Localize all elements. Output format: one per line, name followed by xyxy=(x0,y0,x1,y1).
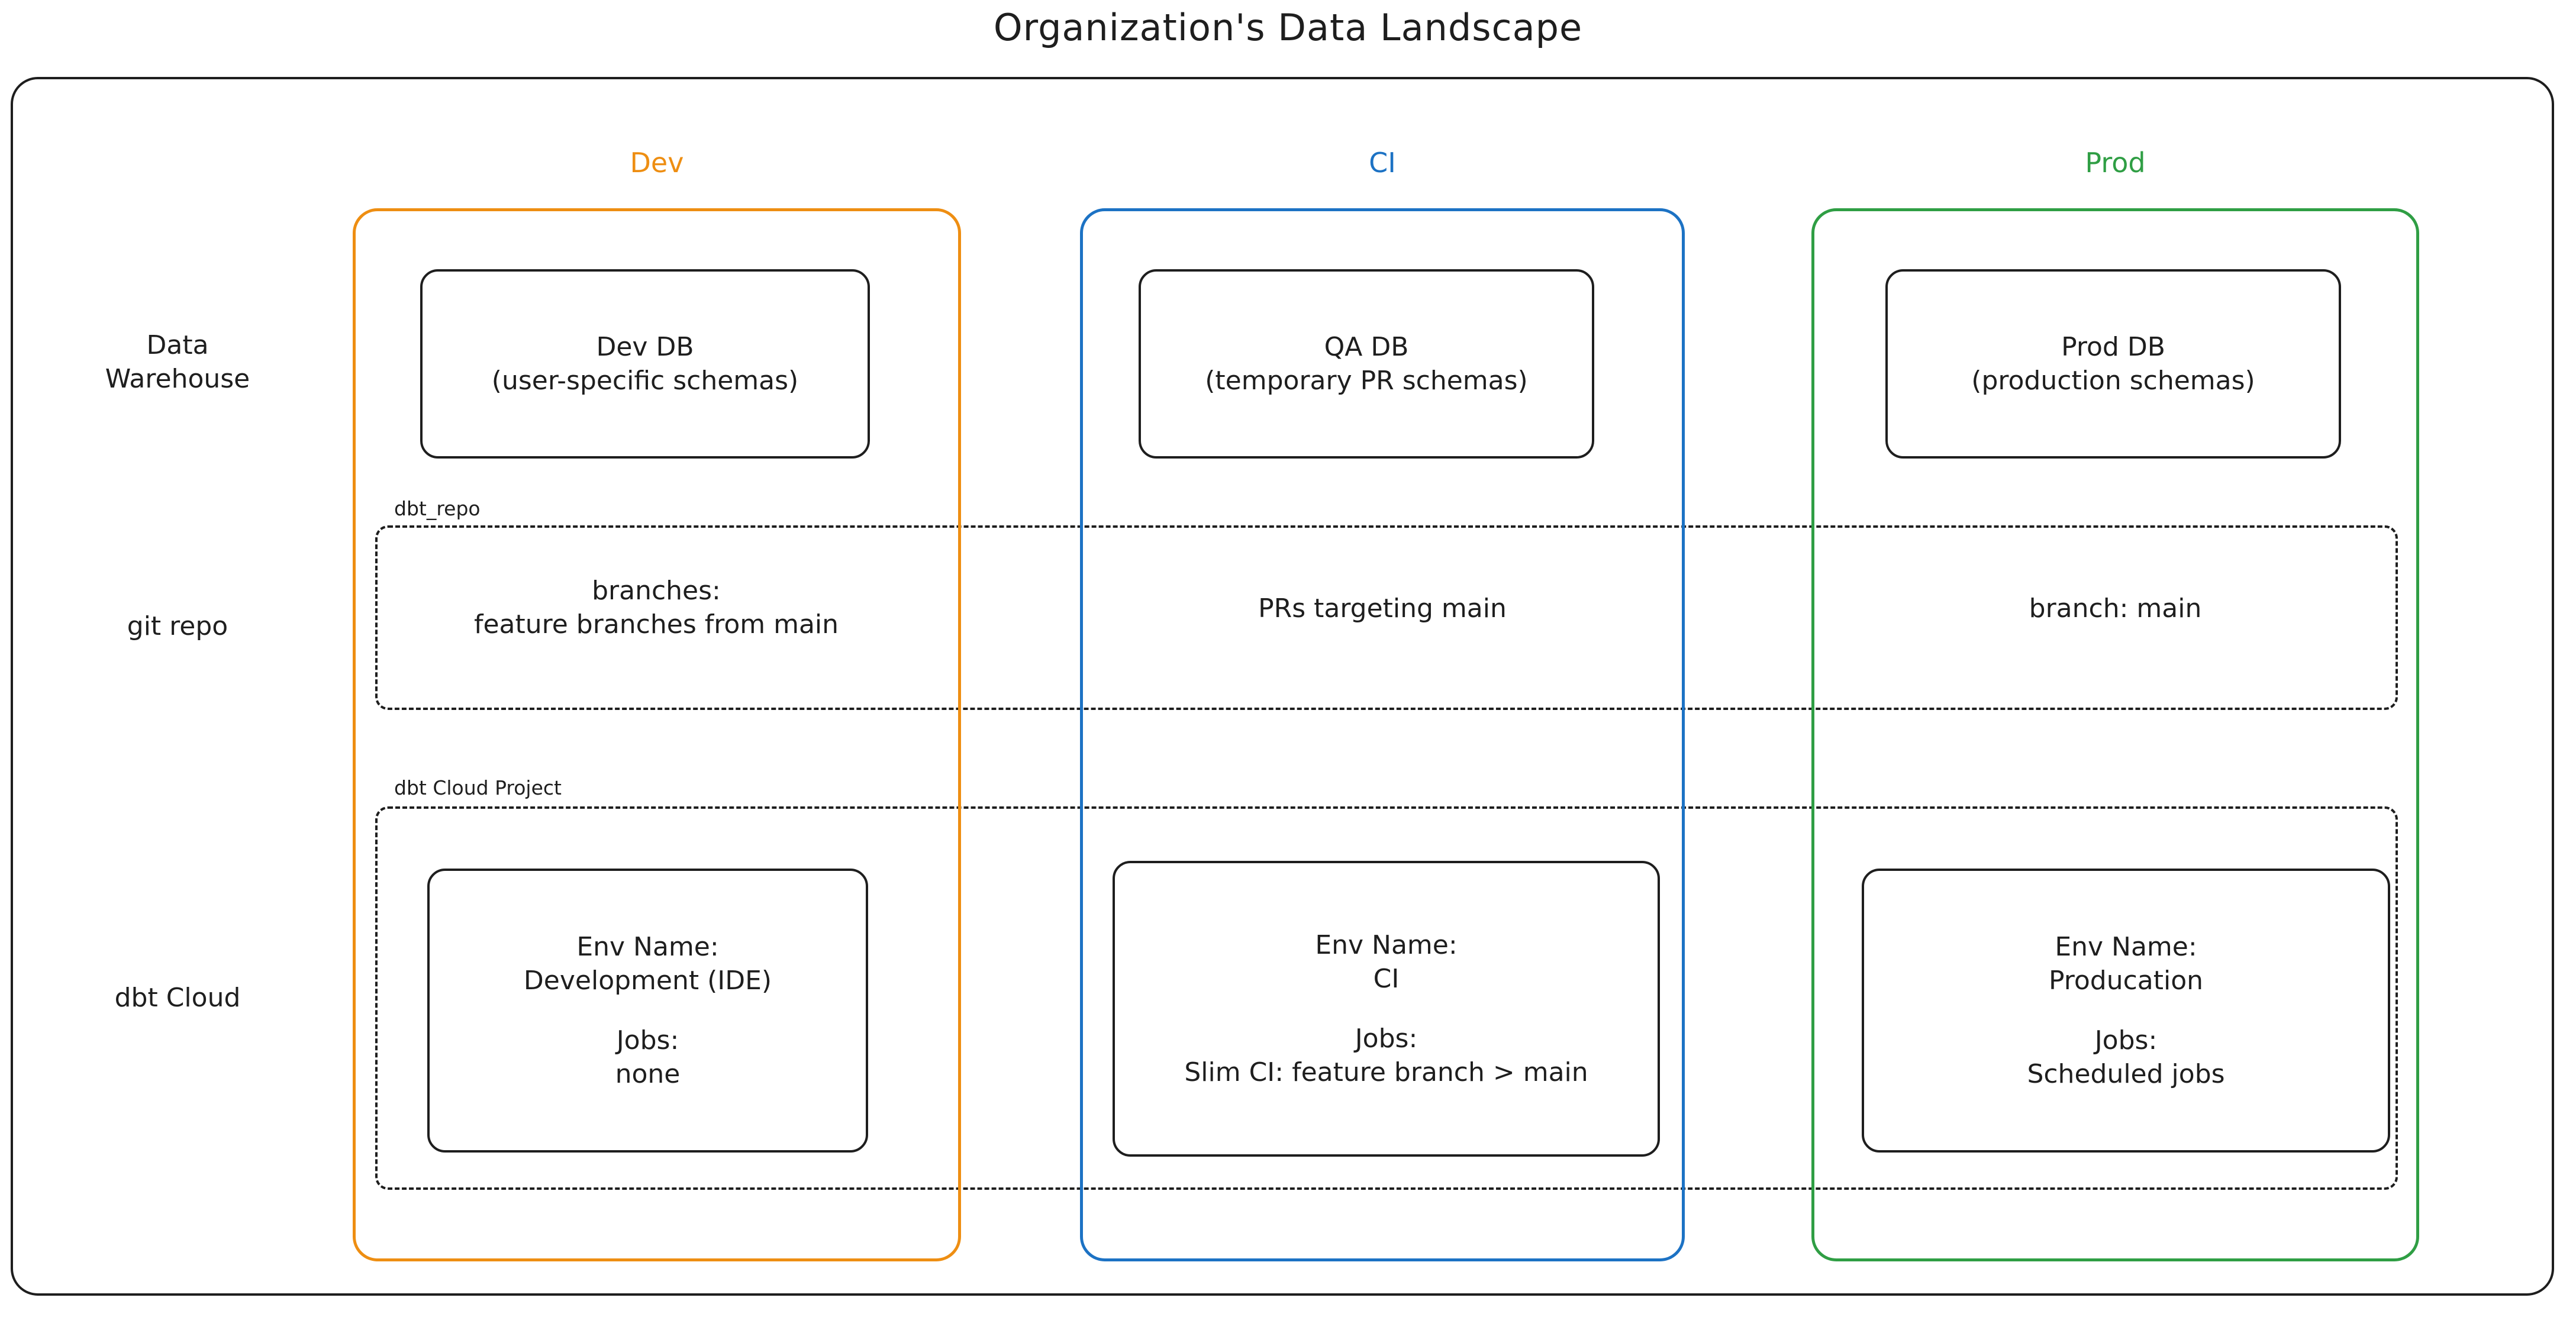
node-subtitle: (temporary PR schemas) xyxy=(1205,366,1528,396)
group-label-dbt-repo: dbt_repo xyxy=(391,497,484,520)
node-dbt-cloud-prod[interactable]: Env Name: Producation Jobs: Scheduled jo… xyxy=(1862,869,2390,1153)
node-dbt-cloud-ci[interactable]: Env Name: CI Jobs: Slim CI: feature bran… xyxy=(1113,861,1660,1157)
row-label-git-repo: git repo xyxy=(24,609,331,643)
git-repo-prod-text: branch: main xyxy=(1811,592,2419,625)
env-column-ci xyxy=(1080,208,1685,1261)
git-repo-line: feature branches from main xyxy=(473,609,839,640)
jobs-value: Scheduled jobs xyxy=(2027,1059,2225,1090)
git-repo-line: branches: xyxy=(592,576,721,606)
row-label-data-warehouse: Data Warehouse xyxy=(24,328,331,396)
row-label-dbt-cloud: dbt Cloud xyxy=(24,981,331,1015)
row-label-line: git repo xyxy=(127,611,228,641)
git-repo-line: branch: main xyxy=(2029,593,2202,624)
node-title: Prod DB xyxy=(2061,331,2165,362)
group-dbt-cloud-project xyxy=(375,806,2398,1190)
env-name-label: Env Name: xyxy=(1315,929,1458,960)
node-dev-db[interactable]: Dev DB (user-specific schemas) xyxy=(420,269,870,459)
env-header-ci: CI xyxy=(1369,147,1396,179)
jobs-value: none xyxy=(615,1059,681,1090)
node-prod-db[interactable]: Prod DB (production schemas) xyxy=(1885,269,2341,459)
group-label-dbt-cloud-project: dbt Cloud Project xyxy=(391,776,565,799)
node-subtitle: (production schemas) xyxy=(1971,366,2255,396)
env-header-dev: Dev xyxy=(630,147,684,179)
git-repo-ci-text: PRs targeting main xyxy=(1080,592,1685,625)
env-column-dev xyxy=(353,208,961,1261)
env-name-value: Producation xyxy=(2048,965,2204,996)
env-name-value: CI xyxy=(1373,963,1400,994)
page-title: Organization's Data Landscape xyxy=(993,6,1583,49)
jobs-value: Slim CI: feature branch > main xyxy=(1184,1057,1588,1088)
node-subtitle: (user-specific schemas) xyxy=(491,366,799,396)
node-dbt-cloud-dev[interactable]: Env Name: Development (IDE) Jobs: none xyxy=(427,869,868,1153)
git-repo-line: PRs targeting main xyxy=(1258,593,1507,624)
jobs-label: Jobs: xyxy=(2094,1025,2158,1055)
row-label-line: Warehouse xyxy=(105,364,250,395)
row-label-line: dbt Cloud xyxy=(114,983,241,1013)
env-column-prod xyxy=(1811,208,2419,1261)
outer-frame xyxy=(11,77,2554,1296)
node-qa-db[interactable]: QA DB (temporary PR schemas) xyxy=(1139,269,1594,459)
env-name-label: Env Name: xyxy=(576,931,719,962)
group-dbt-repo xyxy=(375,525,2398,710)
jobs-label: Jobs: xyxy=(1355,1024,1418,1054)
node-title: QA DB xyxy=(1324,331,1409,362)
env-header-prod: Prod xyxy=(2085,147,2146,179)
git-repo-dev-text: branches: feature branches from main xyxy=(375,574,937,641)
env-name-value: Development (IDE) xyxy=(523,965,772,996)
node-title: Dev DB xyxy=(596,331,694,362)
row-label-line: Data xyxy=(146,330,209,360)
env-name-label: Env Name: xyxy=(2055,931,2197,962)
jobs-label: Jobs: xyxy=(616,1025,679,1055)
